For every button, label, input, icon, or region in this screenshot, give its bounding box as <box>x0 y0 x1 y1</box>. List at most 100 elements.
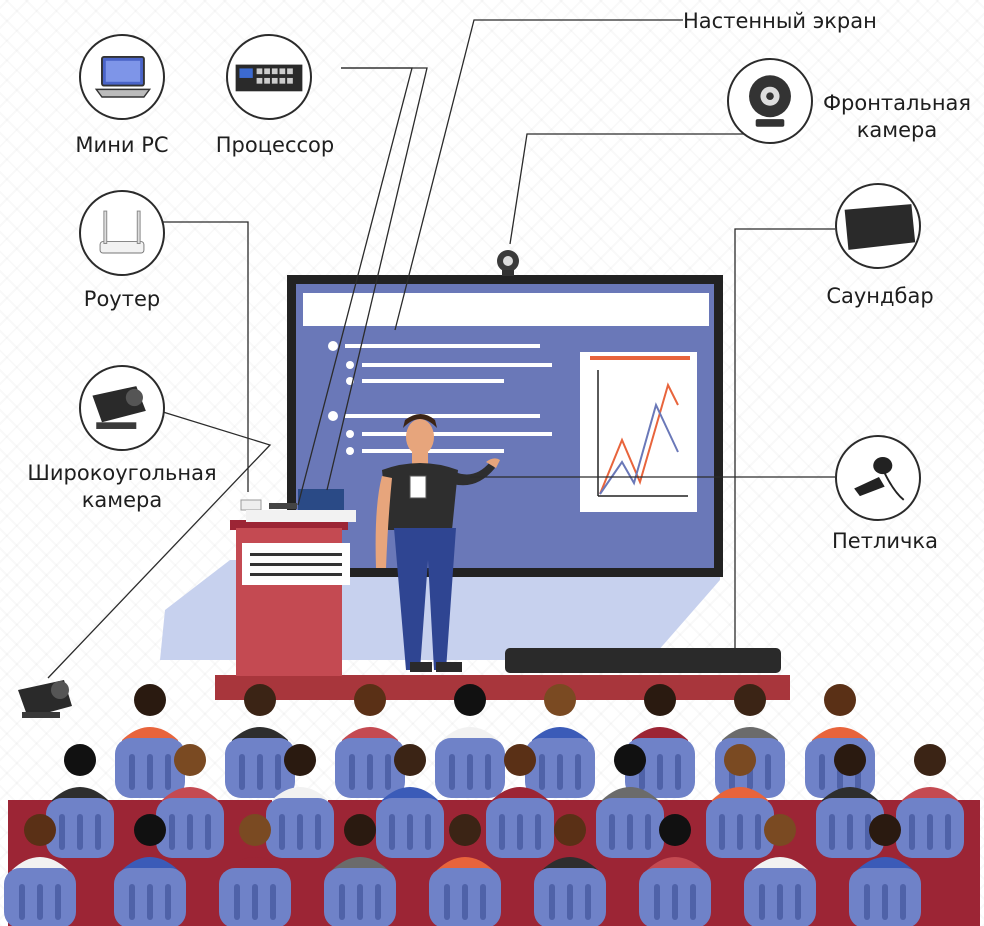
chair-slat <box>55 884 61 920</box>
audience-head <box>504 744 536 776</box>
audience-head <box>239 814 271 846</box>
chair-slat <box>407 814 413 850</box>
chair-slat <box>279 814 285 850</box>
podium <box>230 489 356 676</box>
chair-slat <box>339 884 345 920</box>
label-wide-camera: Широкоугольная камера <box>27 461 217 512</box>
chair-slat <box>257 754 263 790</box>
chair-slat <box>654 884 660 920</box>
chair-slat <box>389 814 395 850</box>
chair-slat <box>425 814 431 850</box>
chair-slat <box>252 884 258 920</box>
chair-slat <box>945 814 951 850</box>
audience-head <box>914 744 946 776</box>
chair-slat <box>585 884 591 920</box>
label-lavalier: Петличка <box>832 529 938 553</box>
chair-slat <box>539 754 545 790</box>
audience-head <box>134 684 166 716</box>
audience-head <box>354 684 386 716</box>
chair-slat <box>759 884 765 920</box>
router-circle <box>79 190 165 276</box>
audience-head <box>724 744 756 776</box>
audience-head <box>24 814 56 846</box>
chair-slat <box>147 884 153 920</box>
chair-slat <box>517 814 523 850</box>
audience-head <box>734 684 766 716</box>
chair-slat <box>147 754 153 790</box>
audience-head <box>134 814 166 846</box>
chair-slat <box>59 814 65 850</box>
chair-slat <box>719 814 725 850</box>
chair-slat <box>444 884 450 920</box>
chair-slat <box>882 884 888 920</box>
chair-slat <box>499 814 505 850</box>
chair-slat <box>467 754 473 790</box>
stage-platform <box>215 675 790 700</box>
chair-slat <box>315 814 321 850</box>
audience-head <box>284 744 316 776</box>
audience-head <box>869 814 901 846</box>
chair-slat <box>847 814 853 850</box>
chair-slat <box>485 754 491 790</box>
chair-slat <box>187 814 193 850</box>
chair-slat <box>795 884 801 920</box>
wall-screen <box>287 275 723 577</box>
chair-slat <box>645 814 651 850</box>
chair-slat <box>690 884 696 920</box>
audience-head <box>834 744 866 776</box>
presenter <box>375 414 500 672</box>
label-processor: Процессор <box>215 133 335 157</box>
slide-bullets <box>328 341 552 455</box>
chair-slat <box>449 754 455 790</box>
chair-slat <box>900 884 906 920</box>
chair-slat <box>819 754 825 790</box>
front-camera-small <box>497 250 519 276</box>
audience-head <box>394 744 426 776</box>
chair-slat <box>777 884 783 920</box>
soundbar-device <box>505 648 781 673</box>
chair-slat <box>165 754 171 790</box>
chair-slat <box>37 884 43 920</box>
chair-slat <box>462 884 468 920</box>
chair-slat <box>77 814 83 850</box>
label-mini-pc: Мини PC <box>75 133 169 157</box>
chair-slat <box>385 754 391 790</box>
audience-head <box>554 814 586 846</box>
chair-slat <box>169 814 175 850</box>
chair-slat <box>357 884 363 920</box>
chair-slat <box>927 814 933 850</box>
label-router: Роутер <box>83 287 161 311</box>
chair-slat <box>95 814 101 850</box>
lavalier-circle <box>835 435 921 521</box>
mini-pc-circle <box>79 34 165 120</box>
chair-slat <box>375 884 381 920</box>
audience-head <box>449 814 481 846</box>
audience-head <box>64 744 96 776</box>
chair-slat <box>165 884 171 920</box>
router-icon <box>99 210 145 254</box>
chair-slat <box>549 884 555 920</box>
chair-slat <box>864 884 870 920</box>
wide-camera-circle <box>79 365 165 451</box>
chair-slat <box>205 814 211 850</box>
chair-slat <box>829 814 835 850</box>
webcam-icon <box>749 75 791 127</box>
leader-lines <box>47 19 835 679</box>
chair-slat <box>575 754 581 790</box>
chair-slat <box>270 884 276 920</box>
audience-head <box>644 684 676 716</box>
chair-slat <box>627 814 633 850</box>
chair-slat <box>535 814 541 850</box>
audience-head <box>764 814 796 846</box>
audience-head <box>174 744 206 776</box>
chair-slat <box>765 754 771 790</box>
chair-slat <box>349 754 355 790</box>
chair-slat <box>865 814 871 850</box>
chair-slat <box>275 754 281 790</box>
chair-slat <box>557 754 563 790</box>
chair-slat <box>19 884 25 920</box>
processor-icon <box>235 64 303 92</box>
chair-slat <box>672 884 678 920</box>
